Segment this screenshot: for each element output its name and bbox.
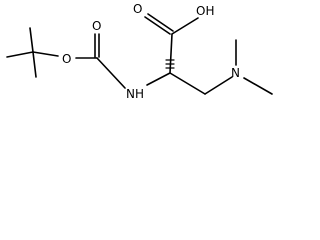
bond-alpha-acid-carbon bbox=[169, 33, 173, 74]
bond-n-methyl-right bbox=[243, 77, 273, 95]
bond-tbu-methyl-left bbox=[6, 51, 34, 58]
atom-label-boc-carbonyl-oxygen: O bbox=[92, 19, 101, 33]
bond-carbonyl-nh bbox=[96, 57, 126, 89]
atom-label-amine-nh: NH bbox=[126, 87, 144, 101]
bond-acid-co-1 bbox=[144, 16, 171, 35]
structure-canvas: OH O O O NH N bbox=[0, 0, 284, 108]
bond-tbu-methyl-top bbox=[29, 27, 34, 53]
bond-tbu-ester-o bbox=[32, 51, 59, 57]
atom-label-hydroxyl: OH bbox=[196, 4, 214, 18]
atom-label-dimethyl-n: N bbox=[231, 66, 240, 80]
boc-dimethylaminoalanine-structure: OH O O O NH N bbox=[6, 2, 273, 101]
bond-alpha-methylene bbox=[169, 72, 206, 95]
bond-nh-alpha-carbon bbox=[146, 72, 171, 86]
bond-tbu-methyl-bottom bbox=[32, 51, 37, 78]
bond-methylene-n bbox=[204, 76, 233, 95]
atom-label-ester-oxygen: O bbox=[62, 52, 71, 66]
bond-acid-co-2 bbox=[147, 13, 174, 32]
atom-label-acid-carbonyl-oxygen: O bbox=[133, 2, 142, 16]
bond-acid-oh bbox=[171, 17, 199, 35]
stereo-hash-bond bbox=[165, 59, 175, 69]
